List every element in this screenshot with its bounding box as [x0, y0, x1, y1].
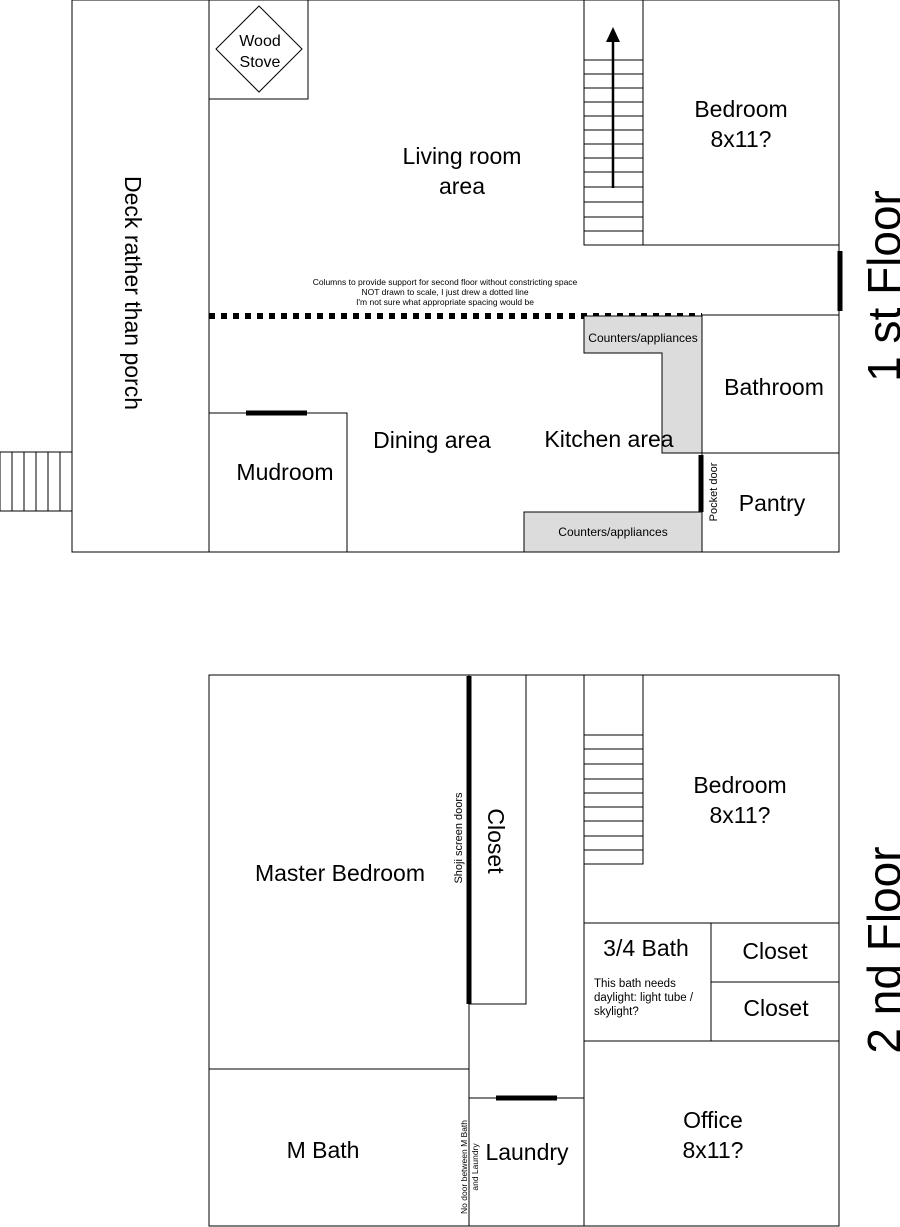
- entry-steps: [0, 451, 73, 512]
- bedroom-first-floor-name: Bedroom: [694, 96, 787, 122]
- wood-stove-label-line1: Wood: [239, 33, 281, 50]
- counters-lower-label: Counters/appliances: [558, 525, 667, 539]
- second-floor-label: 2 nd Floor: [858, 846, 900, 1053]
- master-bedroom-label: Master Bedroom: [255, 860, 425, 886]
- mudroom-label: Mudroom: [236, 459, 333, 485]
- bathroom-label: Bathroom: [724, 374, 824, 400]
- counters-lower: [523, 511, 703, 553]
- closet-b-label: Closet: [743, 995, 809, 1021]
- pantry-label: Pantry: [739, 490, 806, 516]
- stairs-second-floor: [583, 674, 644, 865]
- wood-stove-label-line2: Stove: [240, 54, 281, 71]
- living-room-label-line1: Living room: [403, 143, 522, 169]
- bath-note-line3: skylight?: [594, 1006, 639, 1018]
- wood-stove: Wood Stove: [208, 0, 309, 100]
- bath-note-line1: This bath needs: [594, 978, 676, 990]
- column-note-line1: Columns to provide support for second fl…: [313, 277, 578, 287]
- office-name: Office: [683, 1107, 743, 1133]
- column-note-line2: NOT drawn to scale, I just drew a dotted…: [361, 287, 528, 297]
- kitchen-area-label: Kitchen area: [544, 426, 673, 452]
- bath-note-line2: daylight: light tube /: [594, 992, 694, 1004]
- stairs-first-floor: [583, 0, 644, 246]
- first-floor-label: 1 st Floor: [858, 190, 900, 382]
- shoji-label: Shoji screen doors: [453, 792, 465, 884]
- no-door-note-line1: No door between M Bath: [459, 1120, 469, 1214]
- no-door-note-line2: and Laundry: [470, 1143, 480, 1191]
- second-floor-plan: Master Bedroom M Bath Shoji screen doors…: [208, 674, 900, 1227]
- closet-a-label: Closet: [742, 938, 808, 964]
- counters-upper-label: Counters/appliances: [588, 331, 697, 345]
- living-room-label-line2: area: [439, 173, 485, 199]
- dining-area-label: Dining area: [373, 427, 491, 453]
- pocket-door-label: Pocket door: [708, 462, 720, 521]
- first-floor-plan: Wood Stove Bedroom 8x11?: [0, 0, 900, 553]
- three-quarter-bath-label: 3/4 Bath: [603, 935, 689, 961]
- bedroom-second-floor-name: Bedroom: [693, 772, 786, 798]
- deck-label: Deck rather than porch: [120, 176, 146, 410]
- m-bath-label: M Bath: [287, 1137, 360, 1163]
- closet-main: [468, 674, 527, 1005]
- bedroom-second-floor-size: 8x11?: [710, 802, 771, 828]
- first-floor-outline: [71, 0, 840, 553]
- laundry-label: Laundry: [485, 1139, 569, 1165]
- column-note-line3: I'm not sure what appropriate spacing wo…: [356, 297, 534, 307]
- bedroom-first-floor-size: 8x11?: [711, 126, 772, 152]
- counters-upper: [583, 315, 703, 454]
- office-size: 8x11?: [683, 1137, 744, 1163]
- arrow-head-icon: [606, 27, 620, 42]
- closet-main-label: Closet: [483, 808, 509, 874]
